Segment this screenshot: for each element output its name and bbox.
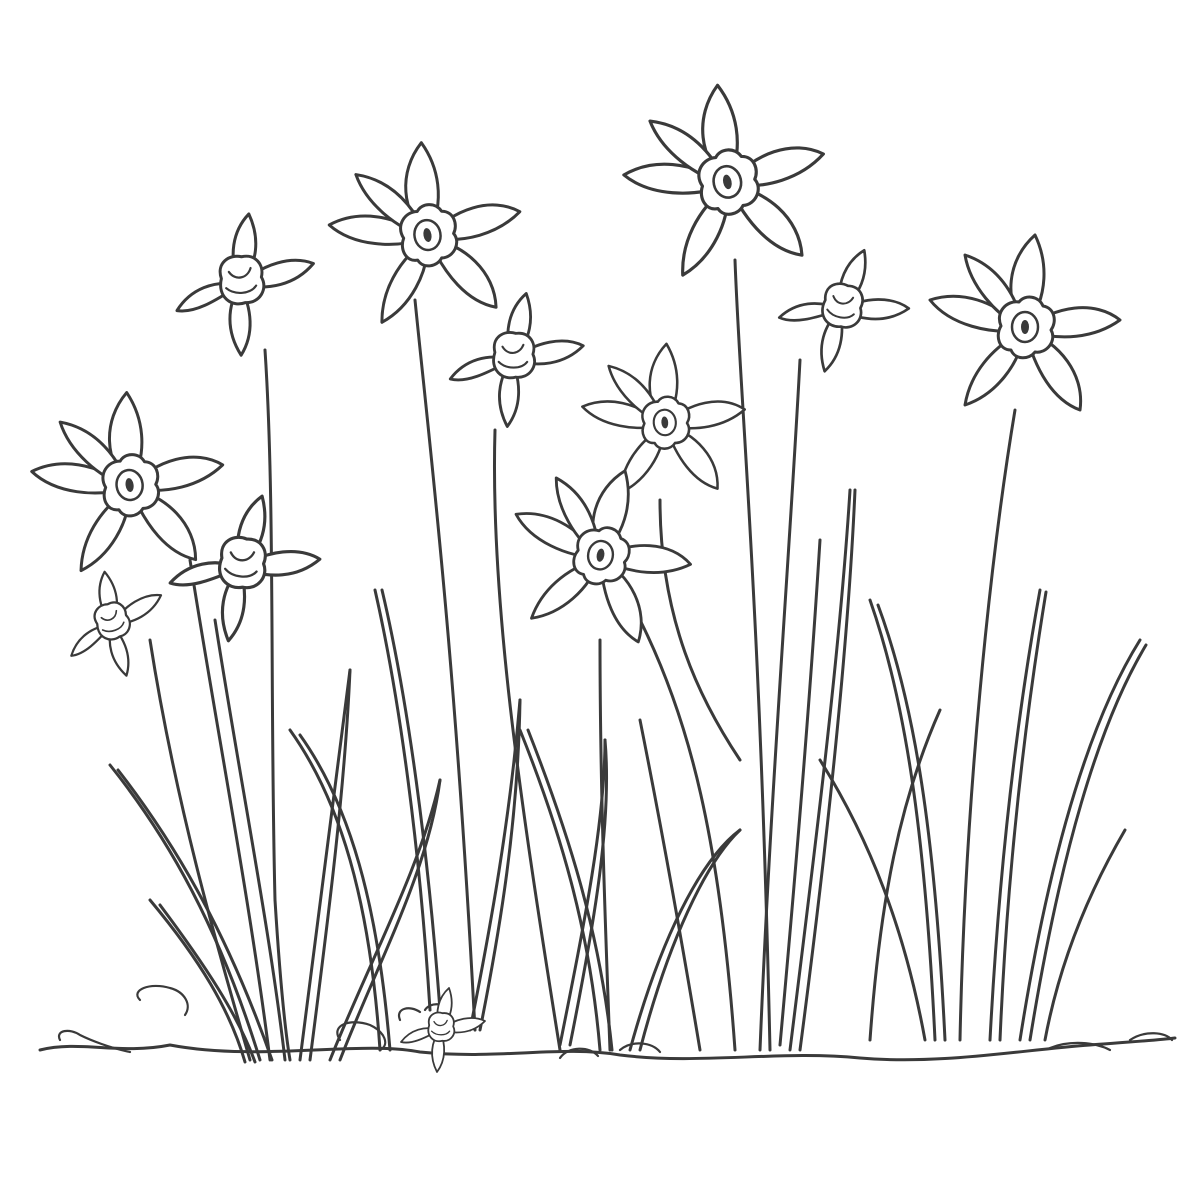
daffodil-bloom [164,487,327,650]
daffodil-bloom [316,126,537,335]
leaves-left [108,668,442,1064]
daffodil-bloom [608,65,845,290]
daffodil-bloom [167,207,323,362]
daffodil-bloom [47,555,184,693]
daffodil-bloom [928,233,1122,412]
stems [148,258,1017,1062]
leaves-right [778,488,1148,1052]
ground-line [38,984,1177,1062]
daffodil-bloom [448,292,585,428]
daffodil-bloom [576,336,753,502]
daffodil-bloom [21,379,237,582]
daffodil-bloom [770,236,919,386]
